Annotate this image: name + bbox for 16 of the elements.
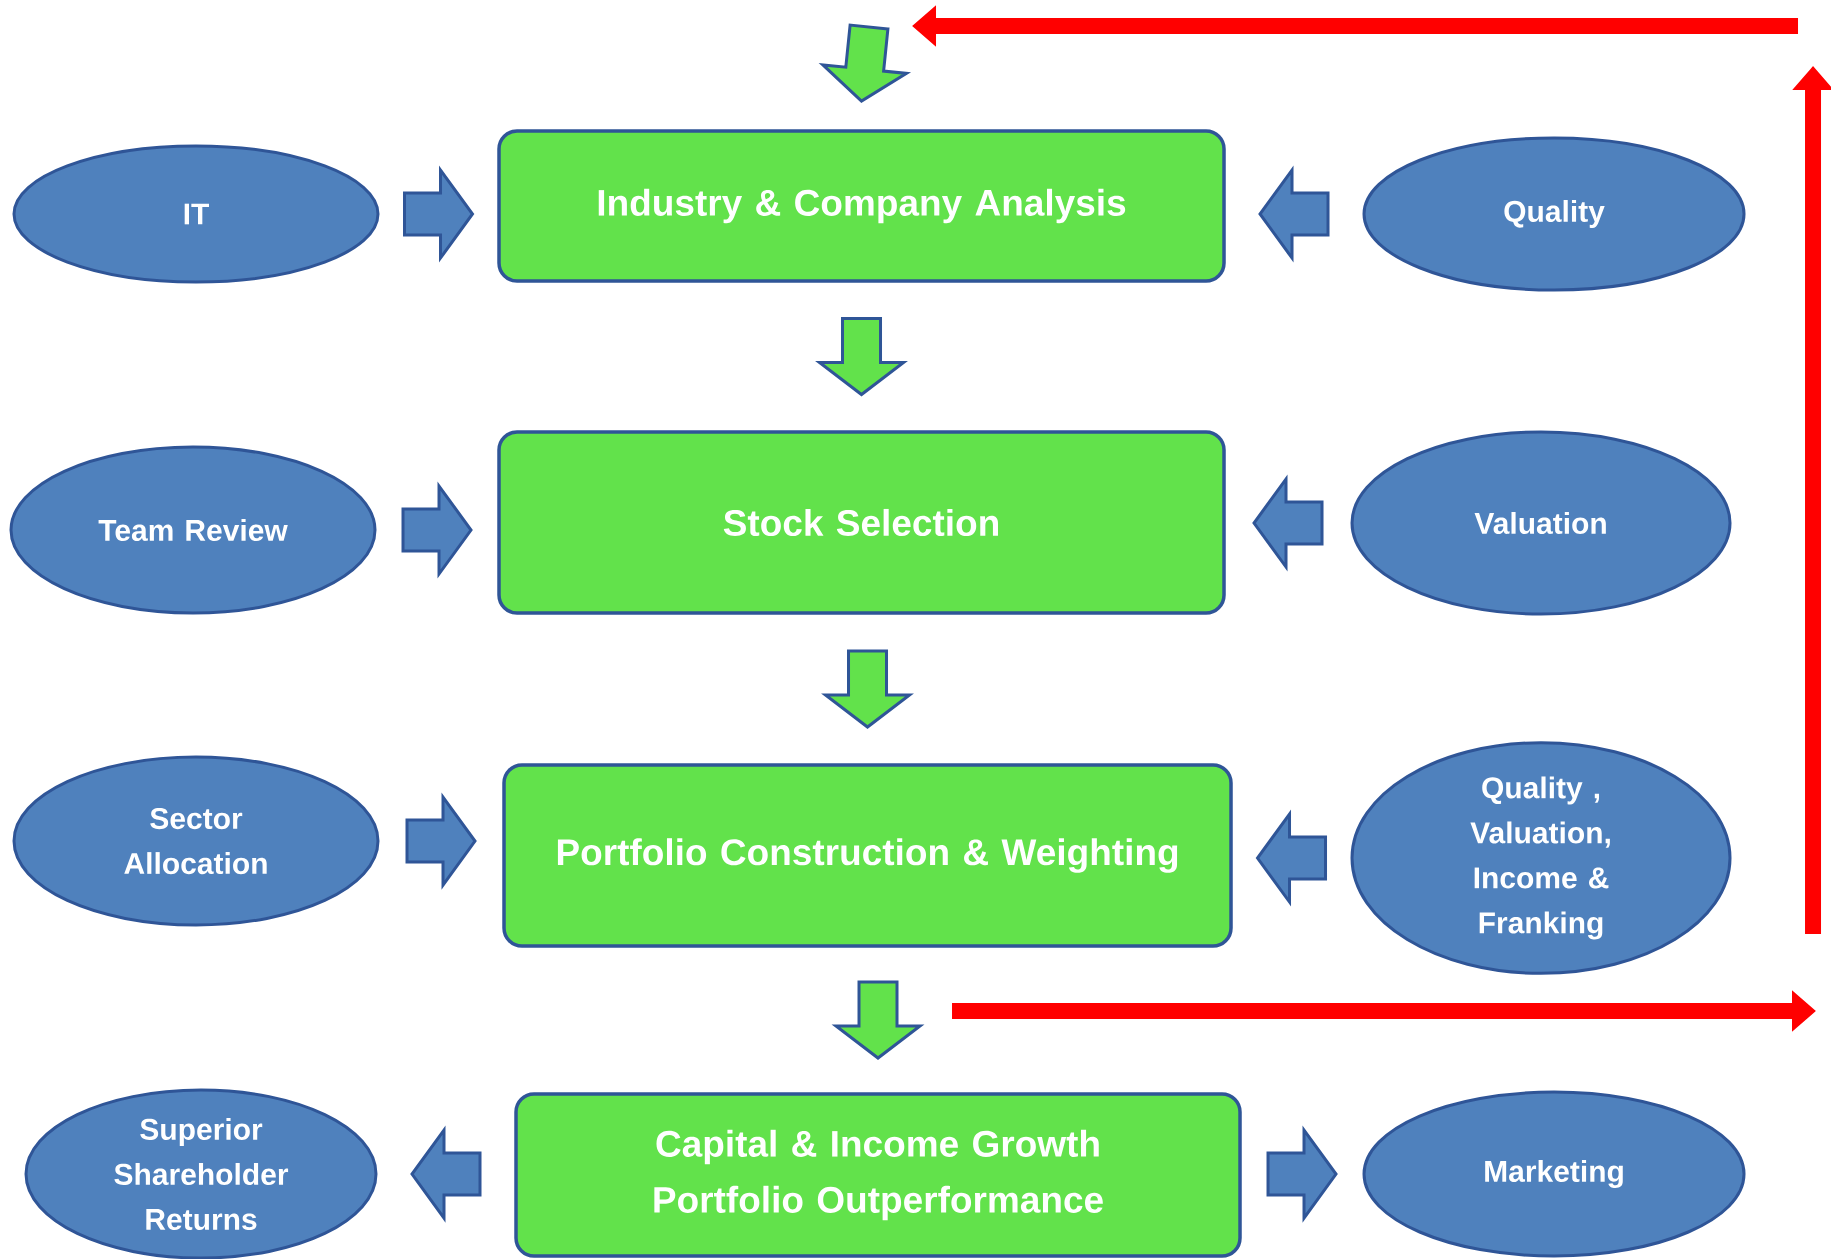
block-arrow	[815, 317, 908, 397]
block-arrow	[1255, 809, 1327, 907]
block-arrow	[1258, 165, 1330, 263]
process-box: Stock Selection	[497, 430, 1226, 615]
block-arrow	[1252, 474, 1324, 572]
block-arrow	[405, 792, 477, 890]
block-arrow	[831, 980, 925, 1060]
block-arrow	[821, 649, 914, 729]
process-box: Industry & Company Analysis	[497, 129, 1226, 283]
block-arrow	[410, 1125, 482, 1223]
process-box: Capital & Income Growth Portfolio Outperformance	[514, 1092, 1242, 1258]
block-arrow	[1266, 1125, 1338, 1223]
block-arrow	[818, 23, 912, 103]
block-arrow	[401, 481, 473, 579]
block-arrow	[403, 165, 475, 263]
process-box: Portfolio Construction & Weighting	[502, 763, 1233, 948]
